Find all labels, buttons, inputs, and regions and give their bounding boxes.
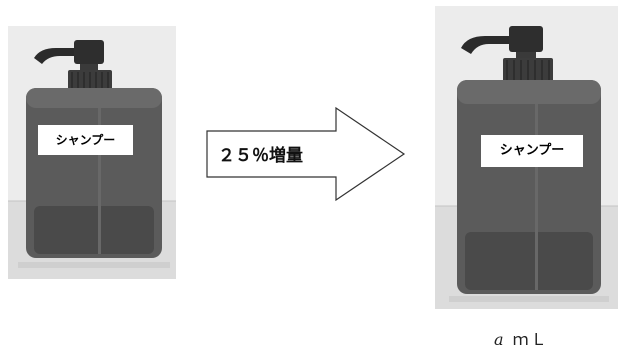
volume-variable: a xyxy=(494,330,506,349)
after-shampoo-photo: シャンプー xyxy=(435,6,618,309)
after-bottle-label: シャンプー xyxy=(481,135,583,167)
volume-unit: ｍＬ xyxy=(512,330,549,349)
before-shampoo-photo: シャンプー xyxy=(8,26,176,279)
before-bottle-label: シャンプー xyxy=(38,125,133,155)
shampoo-bottle-photo xyxy=(435,6,618,309)
after-volume-caption: a ｍＬ xyxy=(494,326,574,350)
increase-25-percent-text: ２５％増量 xyxy=(218,146,303,166)
